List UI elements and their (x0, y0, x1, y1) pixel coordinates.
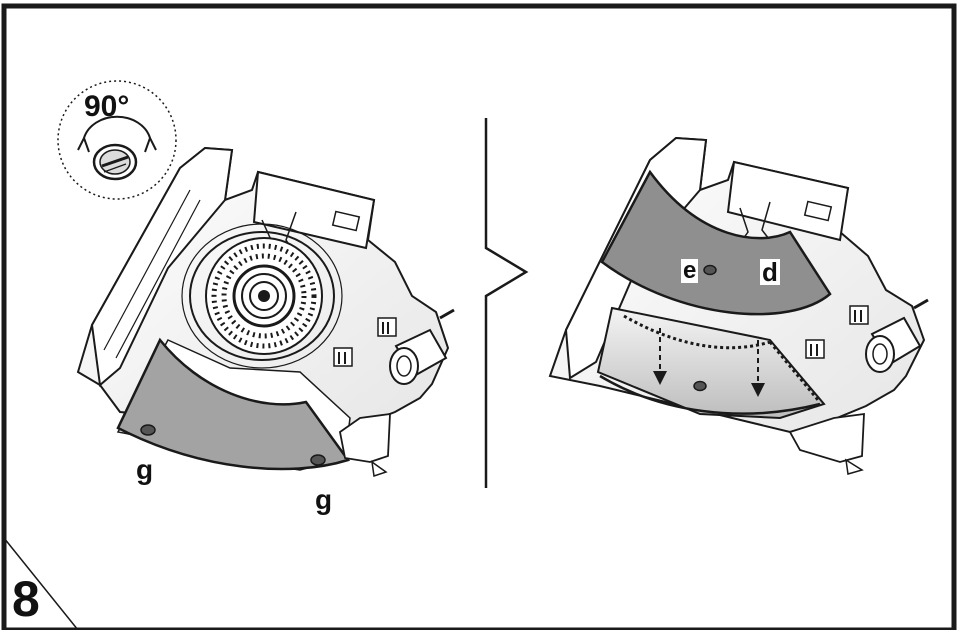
screw-label-g-right: g (315, 484, 333, 515)
part-label-d: d (760, 257, 780, 287)
right-hood-unit (548, 136, 929, 475)
screw-label-g-left: g (136, 454, 154, 485)
filter-panel (596, 306, 826, 420)
panel-divider (484, 118, 529, 488)
step-corner-line (3, 537, 79, 630)
rotation-angle-label: 90° (84, 90, 130, 123)
part-label-e: e (681, 257, 699, 284)
fan-grille-icon (205, 237, 323, 355)
left-hood-unit (76, 146, 455, 477)
rotate-90-icon (57, 80, 177, 200)
control-box (252, 170, 376, 250)
step-number: 8 (12, 571, 40, 627)
diagram-border (1, 3, 957, 630)
cable-connector-icon (333, 317, 397, 367)
screw-e (703, 264, 717, 276)
screw-g-left (140, 424, 156, 436)
grey-cover-panel (116, 337, 351, 471)
motor-icon (389, 308, 455, 385)
screw-g-right (310, 454, 326, 466)
